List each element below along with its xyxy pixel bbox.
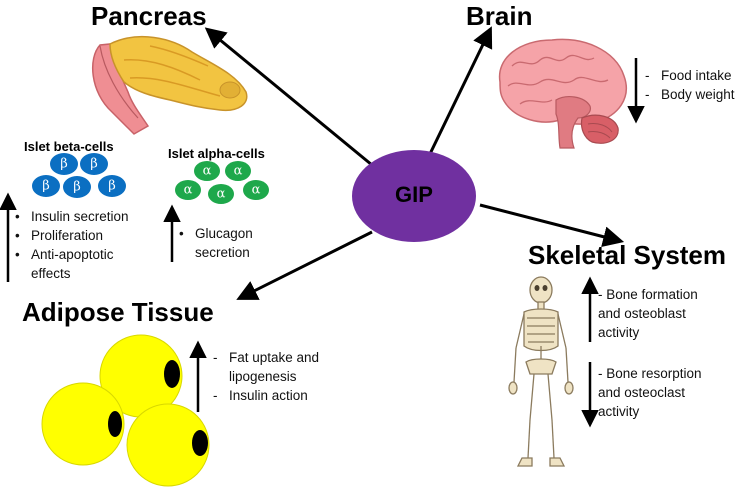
- list-item: Glucagon: [178, 224, 253, 243]
- arrow-to-brain: [426, 26, 493, 159]
- bone-formation-line: - Bone formation: [598, 287, 698, 302]
- beta-cell: [80, 153, 108, 175]
- beta-cell: [98, 175, 126, 197]
- alpha-effects-list: Glucagon: [178, 224, 253, 243]
- beta-cells: β β β β β: [32, 153, 126, 198]
- beta-symbol: β: [73, 180, 81, 195]
- adipocyte-nucleus: [164, 360, 180, 388]
- adipocytes: [41, 334, 210, 487]
- brain-effects: Food intake Body weight: [644, 66, 735, 104]
- adipocyte: [41, 382, 125, 466]
- list-item: Body weight: [644, 85, 735, 104]
- pancreas-title: Pancreas: [91, 1, 207, 31]
- bone-formation-line: activity: [598, 325, 640, 340]
- bone-resorption-line: and osteoclast: [598, 385, 686, 400]
- gip-label: GIP: [395, 182, 433, 207]
- list-item: Fat uptake and: [212, 348, 319, 367]
- adipose-effects: Fat uptake and lipogenesis Insulin actio…: [212, 348, 319, 405]
- alpha-cells: α α α α α: [175, 161, 269, 204]
- alpha-cell: [208, 184, 234, 204]
- alpha-symbol: α: [203, 164, 212, 179]
- alpha-symbol: α: [217, 187, 226, 202]
- list-item: Insulin secretion: [14, 207, 129, 226]
- alpha-cell: [243, 180, 269, 200]
- beta-symbol: β: [60, 157, 68, 172]
- brain-title: Brain: [466, 1, 533, 31]
- beta-cell-effects: Insulin secretion Proliferation Anti-apo…: [14, 207, 129, 283]
- bone-resorption-line: activity: [598, 404, 640, 419]
- alpha-symbol: α: [252, 183, 261, 198]
- beta-symbol: β: [90, 157, 98, 172]
- adipocyte: [126, 403, 210, 487]
- list-item: Insulin action: [212, 386, 319, 405]
- beta-effects-continued: effects: [31, 266, 71, 281]
- bone-resorption-line: - Bone resorption: [598, 366, 702, 381]
- adipose-effects-list-more: Insulin action: [212, 386, 319, 405]
- alpha-effects-continued: secretion: [195, 245, 250, 260]
- bone-resorption-effects: - Bone resorption and osteoclast activit…: [598, 364, 702, 421]
- effect-arrows: [0, 58, 645, 428]
- alpha-cell: [175, 180, 201, 200]
- alpha-cell: [225, 161, 251, 181]
- list-item: Food intake: [644, 66, 735, 85]
- alpha-cell: [194, 161, 220, 181]
- alpha-cells-title: Islet alpha-cells: [168, 146, 265, 161]
- alpha-cell-effects: Glucagon secretion: [178, 224, 253, 262]
- gip-arrows: [204, 26, 625, 300]
- adipose-effects-continued: lipogenesis: [229, 369, 297, 384]
- gip-ellipse: [352, 150, 476, 242]
- adipose-title: Adipose Tissue: [22, 297, 214, 327]
- skeletal-title: Skeletal System: [528, 240, 727, 270]
- brain-effects-list: Food intake Body weight: [644, 66, 735, 104]
- bone-formation-effects: - Bone formation and osteoblast activity: [598, 285, 698, 342]
- adipocyte-nucleus: [108, 411, 122, 437]
- beta-cell: [50, 153, 78, 175]
- brain-illustration: [498, 38, 627, 149]
- pancreas-illustration: [91, 35, 248, 135]
- arrow-to-pancreas: [204, 27, 373, 167]
- skeleton-illustration: [508, 276, 574, 467]
- alpha-symbol: α: [234, 164, 243, 179]
- bone-formation-line: and osteoblast: [598, 306, 686, 321]
- beta-symbol: β: [42, 179, 50, 194]
- beta-symbol: β: [108, 179, 116, 194]
- list-item: Anti-apoptotic: [14, 245, 129, 264]
- arrow-to-adipose: [236, 230, 373, 300]
- beta-cell: [32, 175, 60, 197]
- alpha-symbol: α: [184, 183, 193, 198]
- arrow-to-skeletal: [479, 203, 625, 247]
- adipocyte-nucleus: [192, 430, 208, 456]
- beta-effects-list: Insulin secretion Proliferation Anti-apo…: [14, 207, 129, 264]
- adipose-effects-list: Fat uptake and: [212, 348, 319, 367]
- list-item: Proliferation: [14, 226, 129, 245]
- beta-cells-title: Islet beta-cells: [24, 139, 114, 154]
- beta-cell: [63, 176, 91, 198]
